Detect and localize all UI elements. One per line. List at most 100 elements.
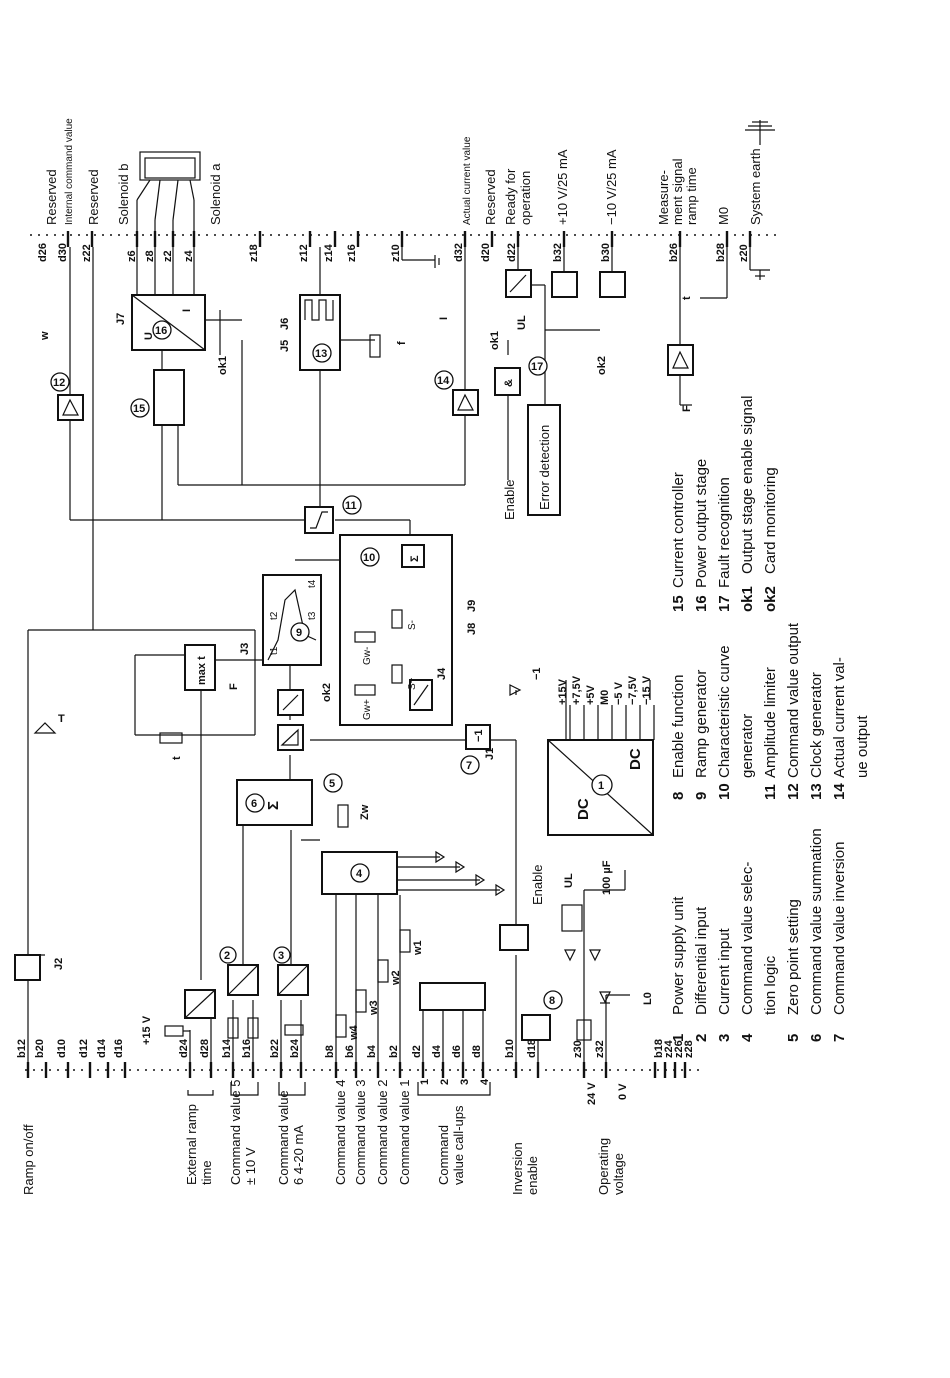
output-labels: Reserved Internal command value Reserved…: [44, 118, 763, 225]
svg-text:t2: t2: [269, 611, 280, 620]
legend-num-ok1: ok1: [739, 586, 756, 612]
and-gate-block: [494, 367, 521, 396]
pin-d32: d32: [453, 243, 465, 262]
pin-d18: d18: [526, 1039, 538, 1058]
pin-z30: z30: [572, 1040, 584, 1058]
badge-6-text: 6: [251, 798, 257, 810]
svg-text:Gw+: Gw+: [362, 699, 373, 720]
i-label-right: I: [438, 317, 450, 320]
badge-4: [350, 863, 370, 883]
label-command-value-callups: Commandvalue call-ups: [436, 1105, 466, 1185]
ok2-label-right: ok2: [596, 356, 608, 375]
solenoid-valve-icon: [136, 151, 201, 235]
legend-text-8: Enable function: [670, 675, 687, 778]
label-minus10v: −10 V/25 mA: [604, 149, 619, 225]
badge-3: [273, 946, 291, 964]
badge-8: [543, 990, 563, 1010]
max-t-block: [184, 644, 216, 691]
pin-z22: z22: [81, 244, 93, 262]
j8-label: J8: [466, 623, 478, 635]
w-label: w: [39, 331, 51, 341]
pin-z4: z4: [183, 250, 195, 263]
svg-text:+5V: +5V: [585, 684, 597, 705]
legend-num-15: 15: [670, 595, 687, 612]
fuse-icon: [576, 1019, 592, 1041]
badge-2: [219, 946, 237, 964]
pin-d28: d28: [199, 1039, 211, 1058]
potentiometers: w4 w3 w2 w1: [335, 929, 424, 1041]
badge-11: [342, 495, 362, 515]
command-output-block: [57, 394, 84, 421]
f-pot-icon: [369, 334, 381, 358]
badge-1-text: 1: [598, 780, 604, 792]
legend-num-17: 17: [716, 595, 733, 612]
label-command-value-1: Command value 1: [397, 1080, 412, 1186]
legend-num-4: 4: [739, 1033, 756, 1042]
badge-9: [290, 622, 310, 642]
j2-block: [14, 954, 41, 981]
label-reserved-d26: Reserved: [44, 169, 59, 225]
badge-12-text: 12: [53, 377, 65, 389]
label-24v: 24 V: [586, 1082, 598, 1105]
svg-text:−15 V: −15 V: [641, 675, 653, 705]
badge-16-text: 16: [155, 325, 167, 337]
label-m0: M0: [716, 207, 731, 225]
pin-z18: z18: [248, 244, 260, 262]
svg-text:S-: S-: [407, 620, 418, 630]
pin-d14: d14: [96, 1038, 108, 1058]
badge-14-text: 14: [437, 375, 450, 387]
badge-13-text: 13: [315, 348, 327, 360]
callup-comparator-block: [419, 982, 486, 1011]
pin-z6: z6: [126, 250, 138, 262]
resistor-icon: [247, 1017, 259, 1039]
legend-num-2: 2: [693, 1034, 710, 1042]
badge-6: [245, 793, 265, 813]
badge-2-text: 2: [224, 950, 230, 962]
legend-num-7: 7: [831, 1034, 848, 1042]
pin-b22: b22: [269, 1039, 281, 1058]
zw-pot-icon: [337, 804, 349, 828]
svg-text:M0: M0: [599, 690, 611, 705]
badge-1: [591, 774, 613, 796]
legend-num-8: 8: [670, 792, 687, 800]
svg-text:w3: w3: [368, 1000, 380, 1016]
legend: 1 Power supply unit 2 Differential input…: [670, 396, 871, 1042]
supply-rails: +15V +7,5V +5V M0 −5 V −7,5V −15 V: [557, 675, 655, 740]
j9-label: J9: [466, 600, 478, 612]
pin-b26: b26: [668, 243, 680, 262]
f-label-right-2: F: [681, 405, 693, 412]
legend-text-9: Ramp generator: [693, 670, 710, 778]
pin-z14: z14: [323, 243, 335, 262]
legend-text-ok2: Card monitoring: [762, 467, 779, 574]
legend-num-13: 13: [808, 783, 825, 800]
led-icon: [509, 684, 522, 696]
t-label-pot: t: [171, 756, 183, 760]
pin-d22: d22: [506, 243, 518, 262]
legend-text-16: Power output stage: [693, 459, 710, 588]
capacitor-icon: [561, 904, 583, 932]
max-t-label: max t: [196, 656, 208, 685]
enable-label-top: Enable: [502, 480, 517, 520]
svg-text:w2: w2: [390, 970, 402, 986]
input-labels: Ramp on/off External ramptime Command va…: [21, 1015, 629, 1195]
svg-text:t1: t1: [269, 646, 280, 655]
pin-b32: b32: [552, 243, 564, 262]
legend-num-6: 6: [808, 1034, 825, 1042]
pin-d16: d16: [113, 1039, 125, 1058]
label-ramp-onoff: Ramp on/off: [21, 1124, 36, 1195]
l0-label: L0: [642, 992, 654, 1005]
j3-label: J3: [239, 643, 251, 655]
badge-10: [360, 547, 380, 567]
svg-text:−1: −1: [531, 667, 543, 680]
resistor-icon: [227, 1017, 239, 1039]
invert-label: −1: [473, 729, 485, 742]
badge-12: [50, 372, 70, 392]
svg-text:t3: t3: [307, 611, 318, 620]
pin-z20: z20: [738, 244, 750, 262]
t-label-right: t: [681, 296, 693, 300]
badge-15-text: 15: [133, 403, 145, 415]
callup-3: 3: [459, 1079, 471, 1085]
capacitor-label: 100 µF: [601, 860, 613, 895]
